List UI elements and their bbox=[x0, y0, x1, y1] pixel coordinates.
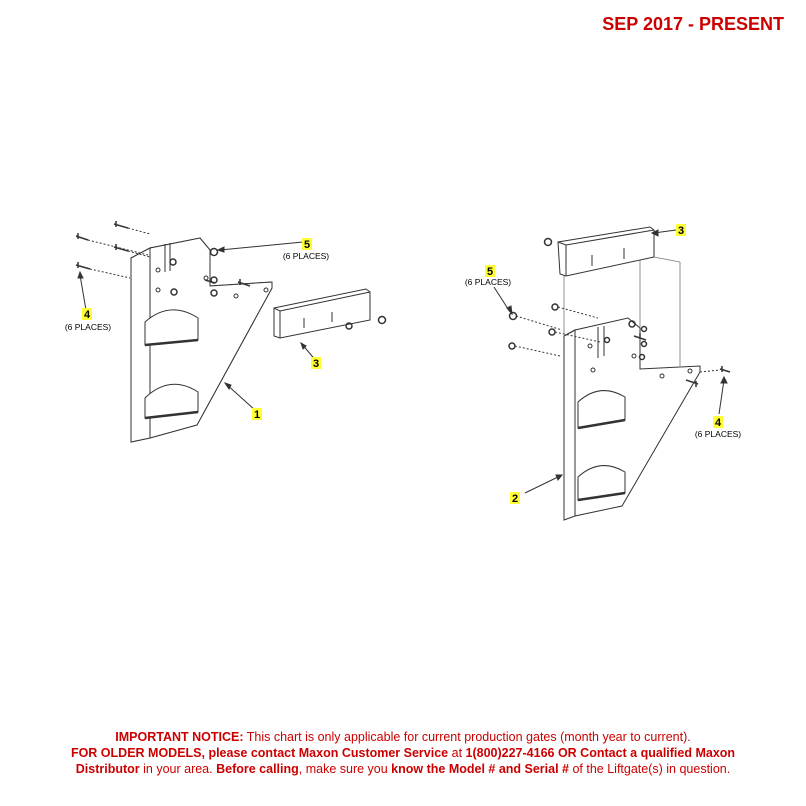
left-bolts bbox=[75, 221, 251, 287]
notice-model-serial: know the Model # and Serial # bbox=[391, 762, 569, 776]
leader-2 bbox=[524, 475, 561, 494]
notice-older-models: FOR OLDER MODELS, please contact Maxon C… bbox=[70, 746, 449, 760]
leader-5-left bbox=[219, 241, 304, 251]
callout-5-right: 5 bbox=[487, 266, 493, 278]
callout-5-right-highlight bbox=[485, 265, 495, 277]
callout-4-left-places: (6 PLACES) bbox=[65, 322, 111, 332]
callout-1: 1 bbox=[254, 409, 260, 421]
notice-line-1: IMPORTANT NOTICE: This chart is only app… bbox=[20, 729, 786, 745]
callout-3-left: 3 bbox=[313, 358, 319, 370]
callout-4-left-highlight bbox=[82, 308, 92, 320]
callout-4-left: 4 bbox=[84, 309, 91, 321]
callout-5-left-highlight bbox=[302, 238, 312, 250]
callout-5-left-places: (6 PLACES) bbox=[283, 251, 329, 261]
callout-3-left-highlight bbox=[311, 357, 321, 369]
leader-4-left bbox=[79, 274, 87, 311]
notice-line-2: FOR OLDER MODELS, please contact Maxon C… bbox=[20, 745, 786, 761]
callout-1-highlight bbox=[252, 408, 262, 420]
notice-distributor: Distributor bbox=[75, 762, 140, 776]
right-upper-slot bbox=[577, 390, 626, 429]
callout-4-right: 4 bbox=[715, 417, 722, 429]
callout-3-right-highlight bbox=[676, 224, 686, 236]
leader-4-right bbox=[718, 379, 725, 415]
left-upper-slot bbox=[144, 309, 199, 346]
notice-line-2-at: at bbox=[448, 746, 466, 760]
callout-4-right-places: (6 PLACES) bbox=[695, 429, 741, 439]
callout-5-left: 5 bbox=[304, 239, 310, 251]
notice-line-3-area: in your area. bbox=[139, 762, 217, 776]
notice-heading: IMPORTANT NOTICE: bbox=[115, 730, 244, 744]
right-bracket-assembly bbox=[493, 226, 731, 521]
notice-line-3-sure: , make sure you bbox=[298, 762, 392, 776]
callout-2-highlight bbox=[510, 492, 520, 504]
callout-labels: 1 3 4 (6 PLACES) 5 (6 PLACES) 2 3 4 (6 P… bbox=[65, 224, 741, 505]
callout-4-right-highlight bbox=[713, 416, 723, 428]
notice-line-1-text: This chart is only applicable for curren… bbox=[243, 730, 691, 744]
notice-line-3: Distributor in your area. Before calling… bbox=[20, 761, 786, 777]
important-notice: IMPORTANT NOTICE: This chart is only app… bbox=[20, 729, 786, 777]
notice-before-calling: Before calling bbox=[216, 762, 299, 776]
date-range-header: SEP 2017 - PRESENT bbox=[602, 14, 784, 34]
left-lower-slot bbox=[144, 383, 199, 419]
notice-line-3-end: of the Liftgate(s) in question. bbox=[569, 762, 731, 776]
callout-5-right-places: (6 PLACES) bbox=[465, 277, 511, 287]
notice-phone: 1(800)227-4166 OR Contact a qualified Ma… bbox=[465, 746, 736, 760]
callout-2: 2 bbox=[512, 493, 518, 505]
left-bracket-assembly bbox=[75, 221, 387, 443]
callout-3-right: 3 bbox=[678, 225, 684, 237]
left-channel bbox=[273, 288, 371, 339]
right-lower-slot bbox=[577, 465, 626, 501]
